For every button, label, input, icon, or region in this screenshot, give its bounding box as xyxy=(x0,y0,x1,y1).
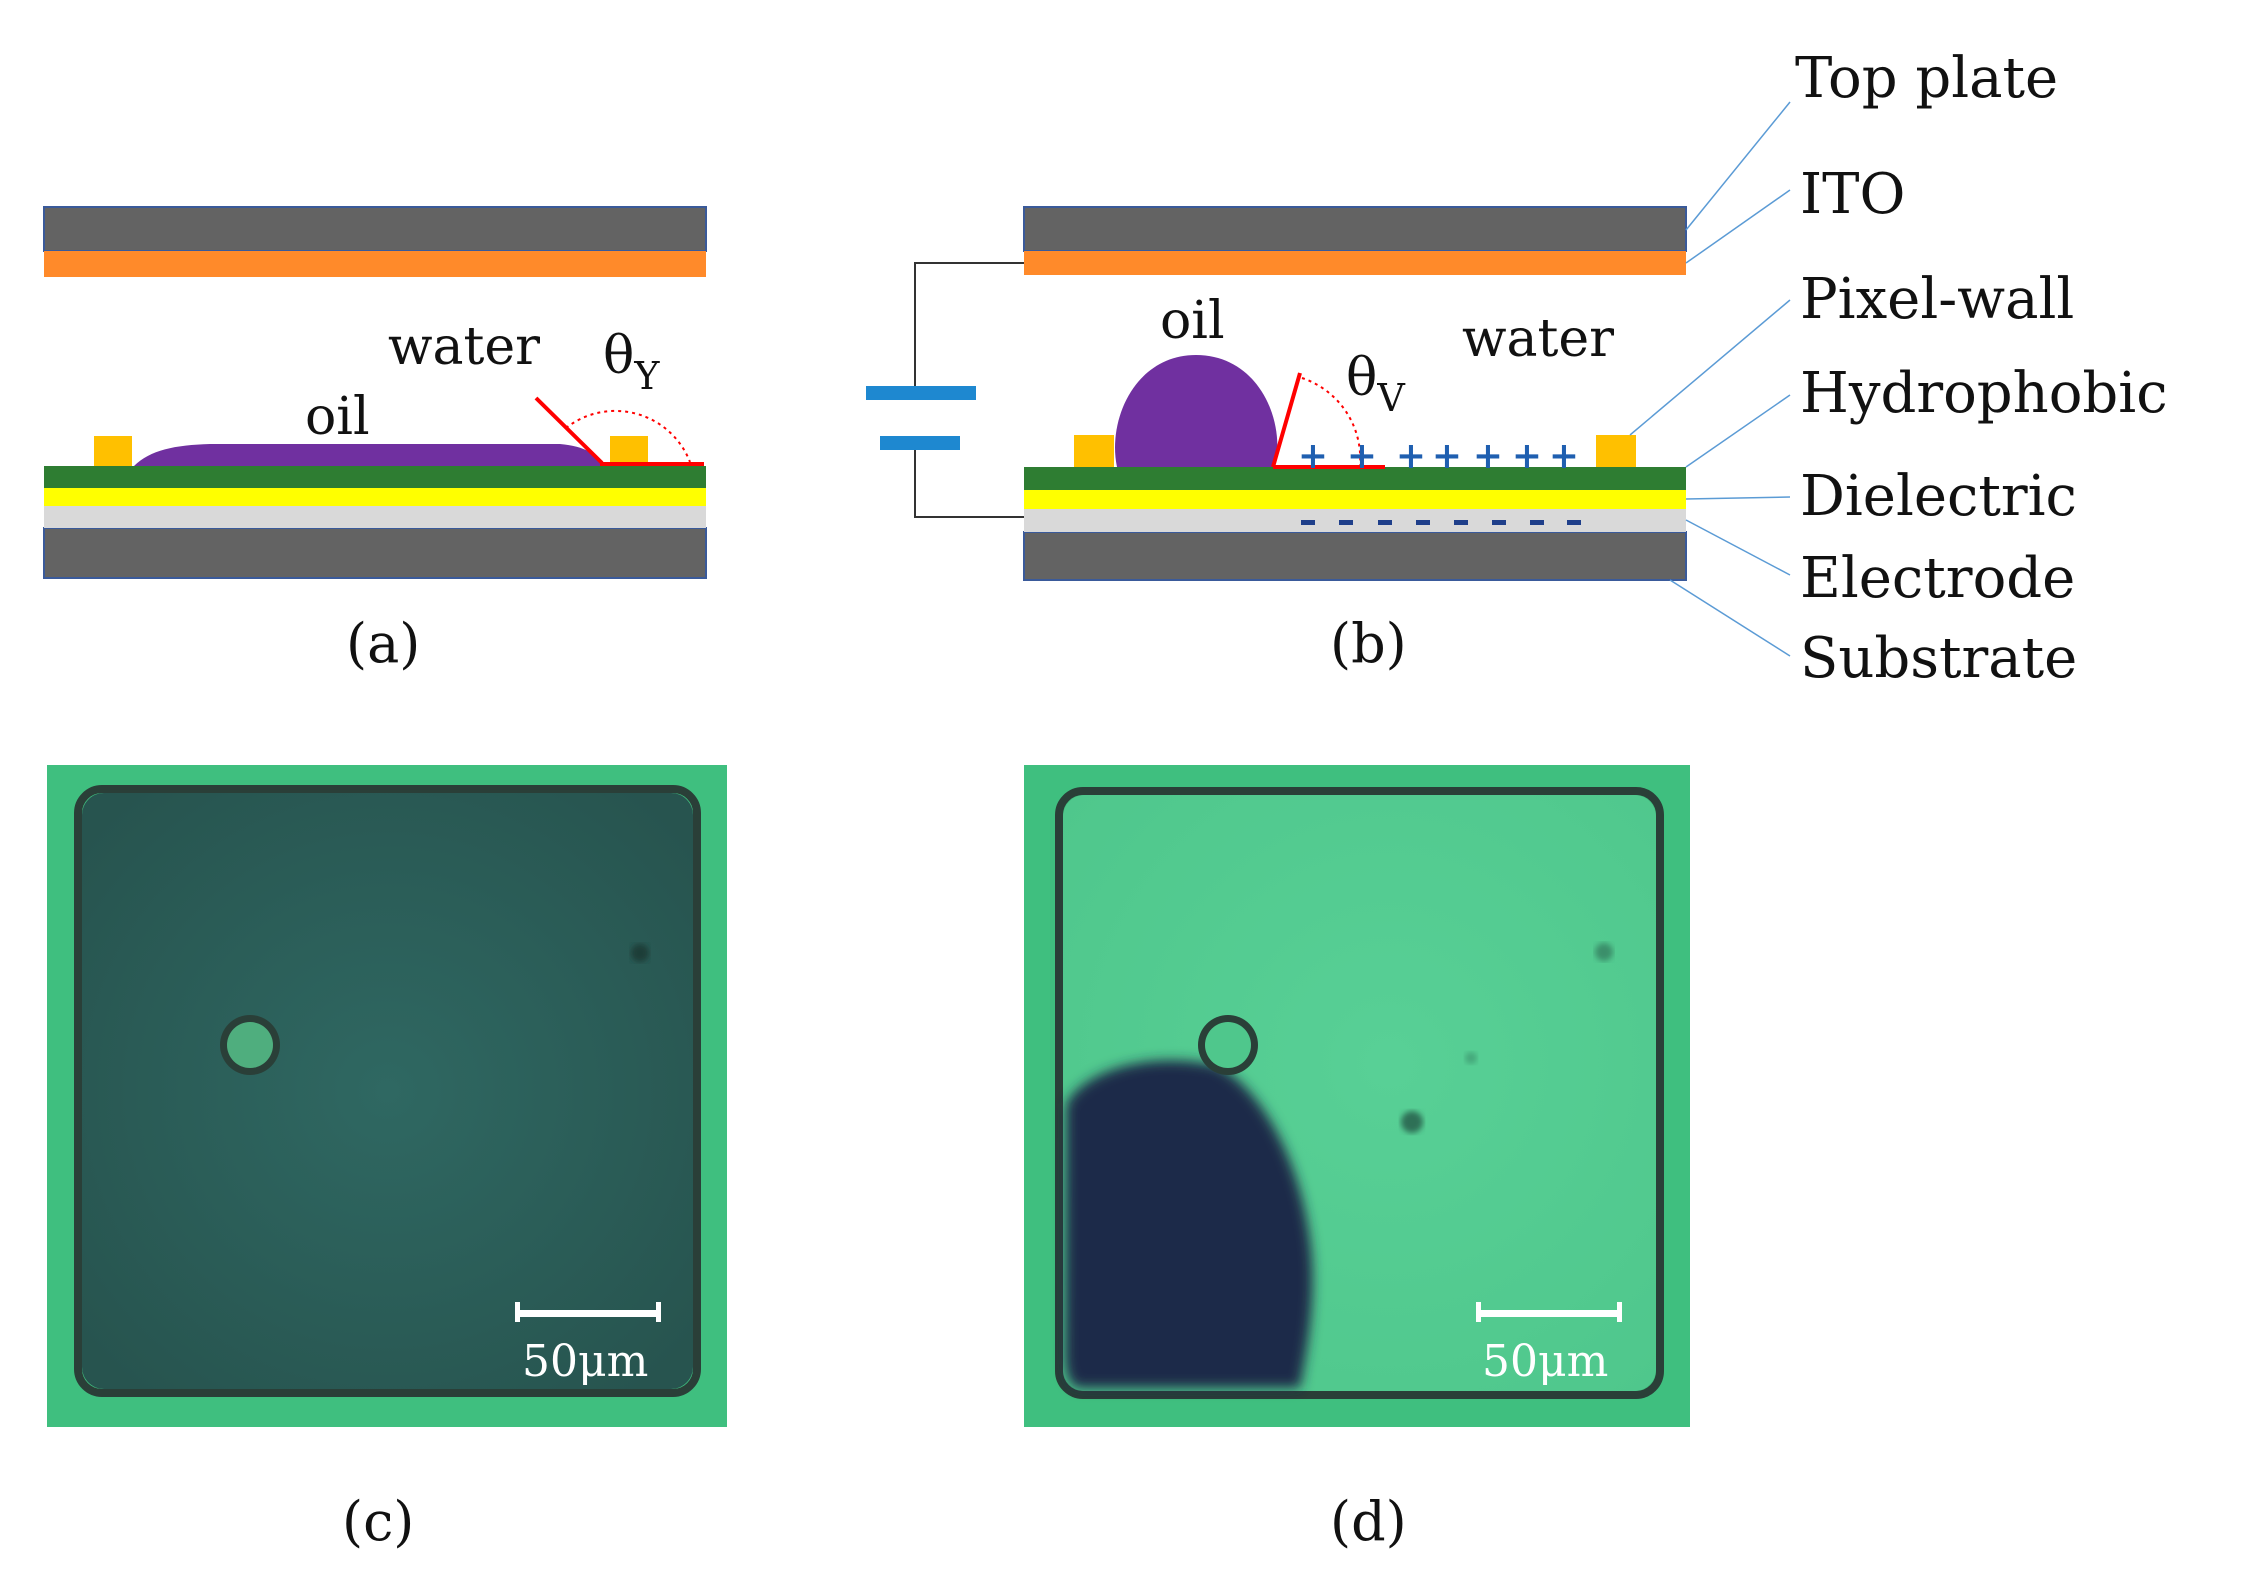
contact-angle-line xyxy=(1271,372,1302,468)
hydrophobic-layer xyxy=(1024,467,1686,490)
contact-angle-line xyxy=(534,396,604,465)
legend-ito: ITO xyxy=(1800,162,1905,227)
legend-electrode: Electrode xyxy=(1800,546,2075,611)
legend-top-plate: Top plate xyxy=(1795,46,2058,111)
spacer-dot-center xyxy=(1205,1022,1251,1068)
legend-dielectric: Dielectric xyxy=(1800,464,2077,529)
pixel-wall-left xyxy=(94,436,132,466)
pixel-wall-right xyxy=(1596,435,1636,467)
oil-label: oil xyxy=(305,387,370,447)
leader-lines xyxy=(1629,101,1791,657)
plus-charge: + xyxy=(1512,435,1542,477)
panel-d-micrograph: 50μm (d) xyxy=(1024,765,1690,1553)
plus-charge: + xyxy=(1298,435,1328,477)
legend-hydrophobic: Hydrophobic xyxy=(1800,361,2168,426)
top-plate xyxy=(1023,206,1687,252)
minus-charge xyxy=(1339,520,1353,525)
dielectric-layer xyxy=(44,488,706,506)
minus-charge xyxy=(1454,520,1468,525)
plus-charge: + xyxy=(1473,435,1503,477)
leader-ito xyxy=(1685,189,1791,264)
minus-charge xyxy=(1416,520,1430,525)
pixel-wall-right xyxy=(610,436,648,466)
angle-arc xyxy=(1301,377,1362,466)
oil-droplet xyxy=(1115,355,1278,467)
plus-charge: + xyxy=(1347,435,1377,477)
pixel-wall-rim xyxy=(1055,787,1664,1399)
pixel-wall-left xyxy=(1074,435,1114,467)
theta-subscript: Y xyxy=(633,354,660,398)
legend-pixel-wall: Pixel-wall xyxy=(1800,267,2074,332)
battery-plate-short xyxy=(880,436,960,450)
panel-c-micrograph: 50μm (c) xyxy=(47,765,727,1553)
caption-b: (b) xyxy=(1330,612,1407,675)
ito-layer xyxy=(44,251,706,277)
electrode-layer xyxy=(44,506,706,528)
contact-angle-label: θV xyxy=(1346,348,1405,420)
minus-charge xyxy=(1301,520,1315,525)
layer-legend: Top plate ITO Pixel-wall Hydrophobic Die… xyxy=(1629,46,2168,691)
caption-c: (c) xyxy=(342,1490,414,1553)
minus-charge xyxy=(1378,520,1392,525)
legend-substrate: Substrate xyxy=(1800,626,2077,691)
plus-charge: + xyxy=(1549,435,1579,477)
water-label: water xyxy=(388,317,540,377)
negative-charges xyxy=(1301,520,1581,525)
leader-electrode xyxy=(1685,519,1791,576)
pixel-wall-rim xyxy=(74,785,701,1397)
theta-symbol: θ xyxy=(603,326,634,386)
defect-spot xyxy=(1595,943,1613,961)
leader-top-plate xyxy=(1685,101,1791,231)
leader-hydrophobic xyxy=(1685,394,1791,468)
water-label: water xyxy=(1462,309,1614,369)
scale-label: 50μm xyxy=(1482,1336,1608,1387)
leader-pixel-wall xyxy=(1629,299,1791,436)
plus-charge: + xyxy=(1432,435,1462,477)
scale-bar-tick-left xyxy=(1476,1302,1481,1322)
battery-plate-long xyxy=(866,386,976,400)
panel-b: + + + + + + + oil water θV (b) xyxy=(866,206,1687,675)
angle-arc xyxy=(565,409,691,463)
panel-a: oil water θY (a) xyxy=(43,206,707,675)
theta-symbol: θ xyxy=(1346,348,1377,408)
theta-subscript: V xyxy=(1376,376,1405,420)
contact-angle-label: θY xyxy=(603,326,660,398)
ito-layer xyxy=(1024,251,1686,275)
scale-bar xyxy=(1477,1310,1621,1317)
caption-d: (d) xyxy=(1330,1490,1407,1553)
scale-bar-tick-left xyxy=(515,1302,520,1322)
minus-charge xyxy=(1530,520,1544,525)
scale-bar-tick-right xyxy=(656,1302,661,1322)
hydrophobic-layer xyxy=(44,466,706,488)
scale-label: 50μm xyxy=(522,1336,648,1387)
scale-bar-tick-right xyxy=(1617,1302,1622,1322)
spacer-dot-center xyxy=(227,1022,273,1068)
oil-label: oil xyxy=(1160,291,1225,351)
leader-dielectric xyxy=(1685,496,1791,500)
circuit-wire xyxy=(914,262,1024,518)
positive-charges: + + + + + + + xyxy=(1298,435,1579,477)
contracted-oil-blob xyxy=(1065,1060,1313,1388)
scale-bar xyxy=(516,1310,660,1317)
substrate xyxy=(43,527,707,579)
plus-charge: + xyxy=(1396,435,1426,477)
oil-covered-pixel xyxy=(82,793,693,1389)
top-plate xyxy=(43,206,707,252)
electrode-layer xyxy=(1024,509,1686,532)
defect-spot xyxy=(1465,1052,1477,1064)
dielectric-layer xyxy=(1024,490,1686,509)
oil-film xyxy=(134,444,606,466)
defect-spot xyxy=(1401,1111,1423,1133)
defect-spot xyxy=(631,944,649,962)
caption-a: (a) xyxy=(346,612,420,675)
minus-charge xyxy=(1567,520,1581,525)
substrate xyxy=(1023,531,1687,581)
leader-substrate xyxy=(1669,579,1791,657)
minus-charge xyxy=(1492,520,1506,525)
